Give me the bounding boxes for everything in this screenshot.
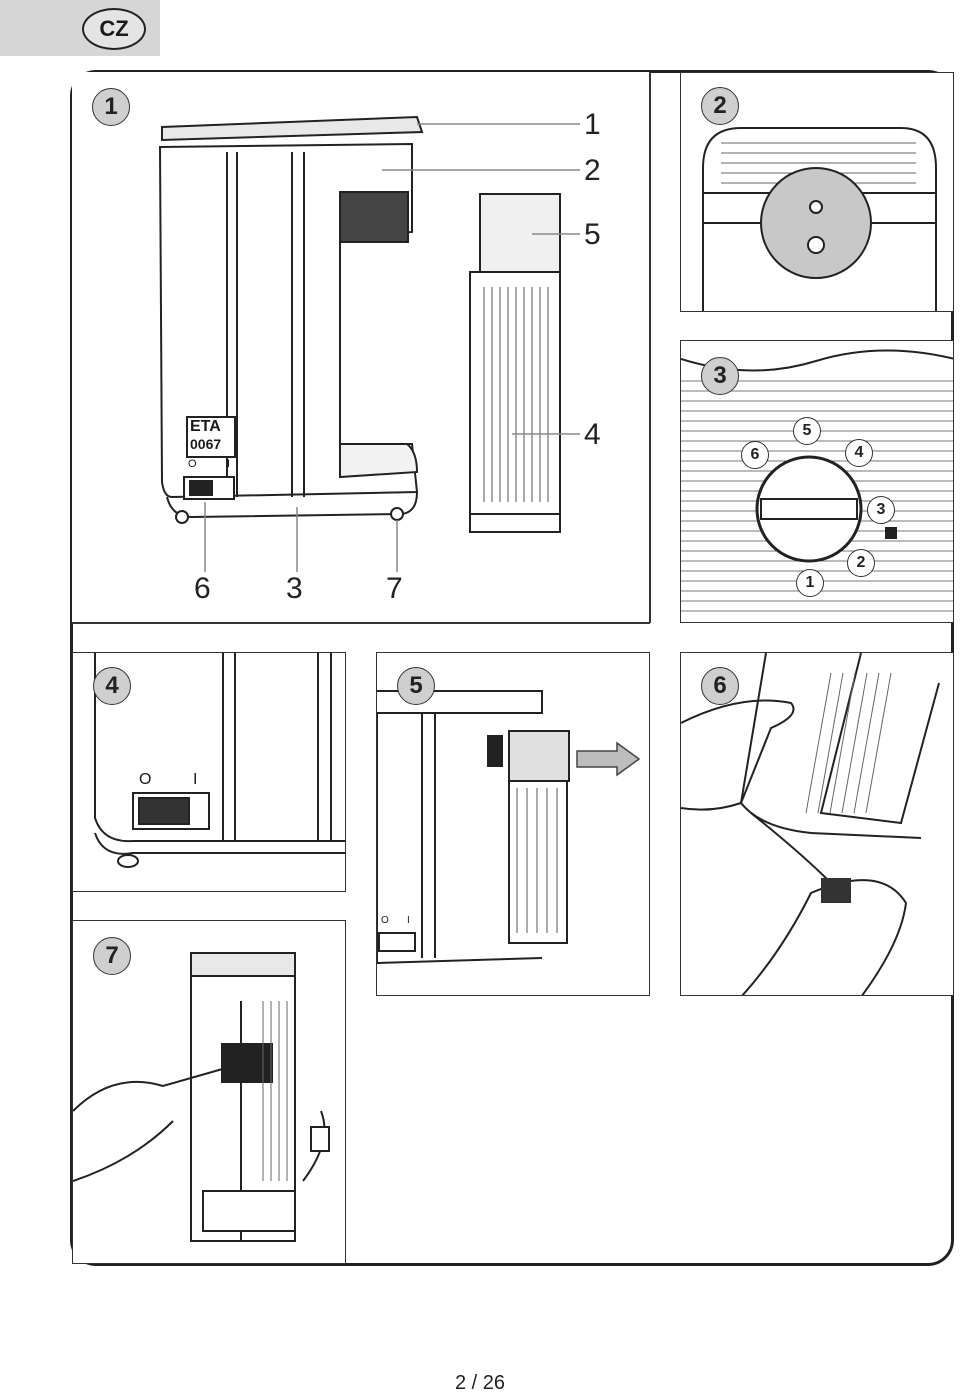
- top-view-illustration: [702, 127, 937, 311]
- callout-7: 7: [386, 572, 403, 605]
- switch-on-mark: I: [227, 458, 231, 470]
- language-badge: CZ: [82, 8, 146, 50]
- appliance-illustration: [158, 115, 580, 572]
- dial-position-4: 4: [845, 439, 873, 467]
- page-number: 2 / 26: [454, 1372, 506, 1394]
- filter-removal-illustration: [377, 690, 641, 965]
- dial-position-3: 3: [867, 496, 895, 524]
- switch-off-mark: O: [188, 458, 197, 470]
- callout-6: 6: [194, 572, 211, 605]
- dial-position-1: 1: [796, 569, 824, 597]
- callout-4: 4: [584, 418, 601, 451]
- dial-position-5: 5: [793, 417, 821, 445]
- panel-5: 5 O I: [376, 652, 650, 996]
- panel-1: 1: [72, 72, 650, 622]
- panel-5-number-badge: 5: [397, 667, 435, 705]
- panel-4: 4 O I: [72, 652, 346, 892]
- switch-illustration: [94, 653, 345, 868]
- label-brand: ETA: [190, 418, 221, 435]
- label-model: 0067: [190, 436, 222, 452]
- panel-2: 2: [680, 72, 954, 312]
- panel-4-on-mark: I: [193, 771, 198, 788]
- panel-1-number-badge: 1: [92, 88, 130, 126]
- dial-position-2: 2: [847, 549, 875, 577]
- panel-4-off-mark: O: [139, 771, 152, 788]
- panel-5-off-mark: O: [381, 915, 389, 926]
- panel-3-number-badge: 3: [701, 357, 739, 395]
- panel-7-number-badge: 7: [93, 937, 131, 975]
- panel-4-number-badge: 4: [93, 667, 131, 705]
- panel-3: 3 1 2 3 4 5 6: [680, 340, 954, 623]
- language-tab: CZ: [0, 0, 160, 56]
- panel-5-on-mark: I: [407, 915, 410, 926]
- callout-1: 1: [584, 108, 601, 141]
- callout-5: 5: [584, 218, 601, 251]
- panel-2-number-badge: 2: [701, 87, 739, 125]
- panel-6: 6: [680, 652, 954, 996]
- panel-7: 7: [72, 920, 346, 1264]
- panel-1-right-rule: [649, 72, 651, 623]
- panel-1-bottom-rule: [72, 622, 650, 624]
- panel-6-number-badge: 6: [701, 667, 739, 705]
- callout-2: 2: [584, 154, 601, 187]
- dial-position-6: 6: [741, 441, 769, 469]
- callout-3: 3: [286, 572, 303, 605]
- unplug-illustration: [681, 653, 940, 995]
- dial-illustration: [681, 349, 953, 612]
- cleaning-illustration: [73, 952, 330, 1242]
